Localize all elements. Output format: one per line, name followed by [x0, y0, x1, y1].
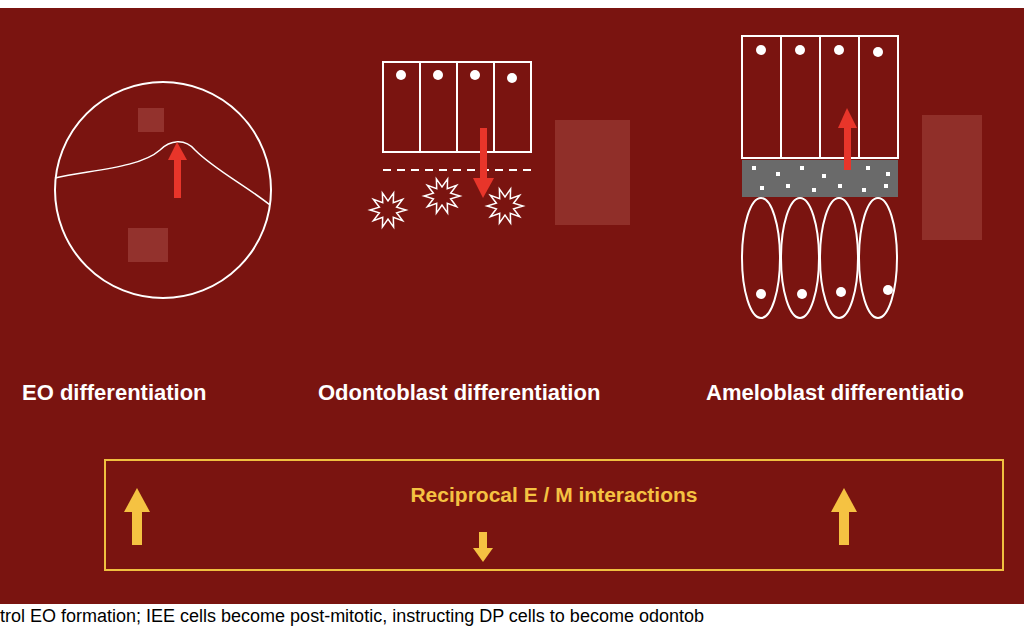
nuclei — [756, 285, 893, 299]
nucleus — [756, 45, 766, 55]
cell — [859, 36, 898, 158]
caption-text: trol EO formation; IEE cells become post… — [0, 606, 704, 627]
band-dots — [752, 166, 890, 192]
yellow-arrow — [473, 548, 493, 562]
yellow-arrow — [124, 488, 150, 512]
signal-arrow — [480, 128, 487, 178]
basement-membrane — [383, 169, 531, 171]
signal-arrow — [473, 178, 494, 198]
cell — [742, 36, 781, 158]
mesenchymal-cell — [487, 189, 523, 223]
nuclei — [756, 45, 883, 57]
epithelium-line — [55, 142, 270, 205]
cell — [494, 62, 531, 152]
nuclei — [396, 70, 517, 83]
cell — [420, 62, 457, 152]
cell — [820, 36, 859, 158]
nucleus — [433, 70, 443, 80]
dentin-band — [742, 160, 898, 197]
odontoblast-cells — [742, 198, 897, 318]
nucleus — [883, 285, 893, 295]
nucleus — [797, 289, 807, 299]
box-heading: Reciprocal E / M interactions — [106, 483, 1002, 507]
cell — [781, 198, 819, 318]
cell — [383, 62, 420, 152]
nucleus — [756, 289, 766, 299]
signal-arrow — [174, 160, 181, 198]
signal-arrow — [838, 108, 857, 128]
cell — [781, 36, 820, 158]
yellow-arrow — [132, 512, 142, 545]
cell — [820, 198, 858, 318]
stage-label: Odontoblast differentiation — [318, 380, 600, 406]
stage-label: EO differentiation — [22, 380, 207, 406]
blurred-patch — [128, 228, 168, 262]
nucleus — [507, 73, 517, 83]
nucleus — [873, 47, 883, 57]
nucleus — [834, 45, 844, 55]
blurred-patch — [922, 115, 982, 240]
ameloblast-cells — [742, 36, 898, 158]
blurred-patch — [555, 120, 630, 225]
mesenchymal-cell — [424, 179, 460, 213]
signal-arrow — [844, 128, 851, 170]
signal-arrow — [168, 142, 187, 160]
mesenchymal-cell — [370, 193, 406, 227]
cell — [742, 198, 780, 318]
nucleus — [836, 287, 846, 297]
nucleus — [470, 70, 480, 80]
epithelial-cells — [383, 62, 531, 152]
yellow-arrow — [839, 512, 849, 545]
blurred-patch — [138, 108, 164, 132]
stage-label: Ameloblast differentiatio — [706, 380, 964, 406]
interaction-box: Reciprocal E / M interactions — [104, 459, 1004, 571]
nucleus — [795, 45, 805, 55]
yellow-arrow — [831, 488, 857, 512]
cell — [859, 198, 897, 318]
yellow-arrow — [479, 532, 487, 548]
cell — [457, 62, 494, 152]
nucleus — [396, 70, 406, 80]
tooth-germ-circle — [55, 82, 271, 298]
background — [0, 8, 1024, 604]
